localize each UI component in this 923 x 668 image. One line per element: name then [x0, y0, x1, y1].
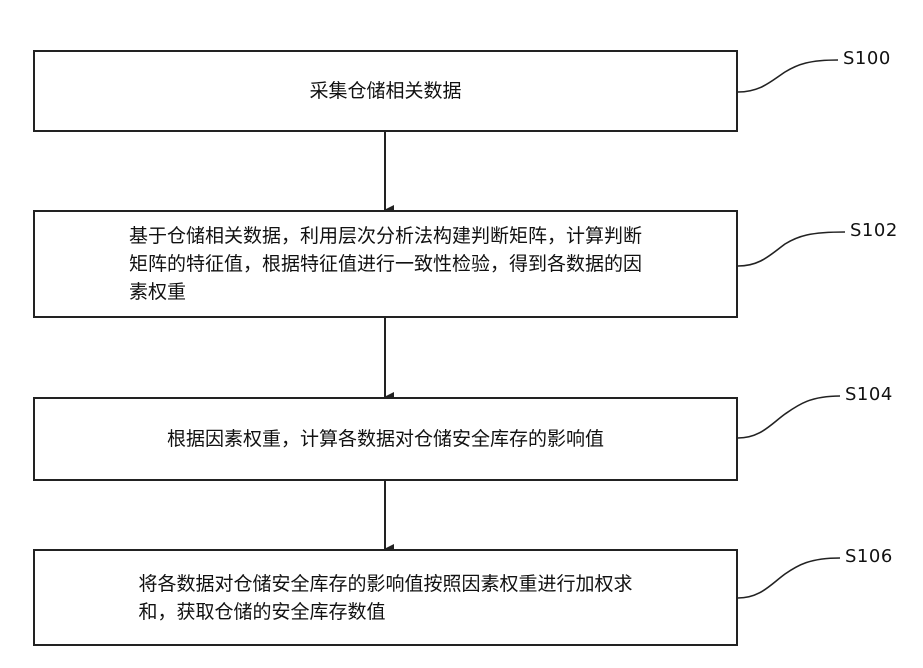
step-label-s100: S100	[843, 48, 891, 69]
step-box-s104: 根据因素权重，计算各数据对仓储安全库存的影响值	[33, 397, 738, 481]
leader-line-s100	[738, 60, 838, 92]
leader-line-s106	[738, 558, 840, 598]
step-text-s104: 根据因素权重，计算各数据对仓储安全库存的影响值	[167, 425, 604, 453]
step-label-s106: S106	[845, 546, 893, 567]
step-label-s102: S102	[850, 220, 898, 241]
step-label-s104: S104	[845, 384, 893, 405]
step-box-s106: 将各数据对仓储安全库存的影响值按照因素权重进行加权求 和，获取仓储的安全库存数值	[33, 549, 738, 646]
leader-line-s104	[738, 396, 840, 438]
step-text-s106: 将各数据对仓储安全库存的影响值按照因素权重进行加权求 和，获取仓储的安全库存数值	[138, 570, 632, 626]
step-text-s102: 基于仓储相关数据，利用层次分析法构建判断矩阵，计算判断 矩阵的特征值，根据特征值…	[129, 222, 642, 306]
step-box-s102: 基于仓储相关数据，利用层次分析法构建判断矩阵，计算判断 矩阵的特征值，根据特征值…	[33, 210, 738, 318]
step-box-s100: 采集仓储相关数据	[33, 50, 738, 132]
step-text-s100: 采集仓储相关数据	[309, 77, 461, 105]
leader-line-s102	[738, 232, 845, 266]
